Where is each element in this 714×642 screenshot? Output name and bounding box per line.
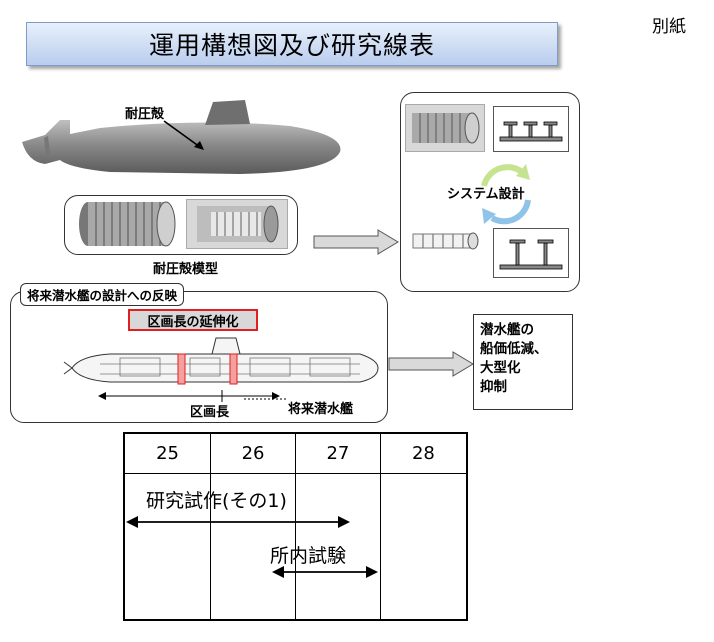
future-design-heading: 将来潜水艦の設計への反映 — [20, 283, 185, 306]
outcome-box: 潜水艦の 船価低減、 大型化 抑制 — [473, 314, 573, 410]
hull-model-panel — [186, 199, 288, 249]
cycle-arrows-icon — [481, 164, 531, 225]
year-cell: 27 — [294, 432, 381, 474]
schedule-cell — [379, 472, 468, 621]
outcome-line-3: 大型化 — [480, 360, 521, 376]
arrow-to-outcome — [388, 351, 474, 377]
frame-section-panel-2 — [493, 228, 569, 278]
hull-pointer-arrow — [163, 120, 204, 150]
year-cell: 25 — [123, 432, 212, 474]
design-cylinder-panel-1 — [405, 104, 485, 152]
year-cell: 28 — [379, 432, 468, 474]
year-cell: 26 — [210, 432, 296, 474]
frame-section-icon-1 — [499, 121, 563, 142]
task-bar-prototype — [126, 516, 350, 528]
compartment-extension-label: 区画長の延伸化 — [128, 309, 258, 331]
compartment-length-label: 区画長 — [190, 405, 230, 420]
arrow-to-design — [313, 229, 399, 255]
outcome-line-2: 船価低減、 — [480, 341, 548, 357]
page-title: 運用構想図及び研究線表 — [26, 22, 558, 66]
future-sub-pointer — [244, 398, 286, 400]
hull-model-image-2 — [197, 205, 279, 243]
design-cylinder-image-2 — [412, 232, 479, 250]
outcome-line-1: 潜水艦の — [480, 322, 534, 338]
task-label-prototype: 研究試作(その1) — [146, 490, 287, 512]
outcome-line-4: 抑制 — [480, 379, 507, 395]
research-schedule-table: 25 26 27 28 — [123, 432, 468, 621]
frame-section-panel-1 — [493, 106, 569, 152]
compartment-length-arrow — [98, 390, 280, 402]
hull-model-image-1 — [79, 201, 176, 247]
hull-label: 耐圧殻 — [125, 107, 165, 122]
design-cylinder-image-1 — [412, 112, 480, 144]
future-submarine-label: 将来潜水艦 — [288, 402, 354, 417]
frame-section-icon-2 — [499, 239, 563, 270]
schedule-cell — [294, 472, 381, 621]
future-submarine-diagram — [63, 337, 379, 385]
submarine-hull-image — [22, 100, 341, 174]
annex-label: 別紙 — [652, 17, 686, 37]
model-label: 耐圧殻模型 — [153, 262, 219, 277]
task-bar-in-house-test — [272, 566, 378, 578]
task-label-in-house-test: 所内試験 — [270, 545, 347, 567]
system-design-label: システム設計 — [447, 187, 525, 202]
page-title-text: 運用構想図及び研究線表 — [148, 31, 435, 60]
